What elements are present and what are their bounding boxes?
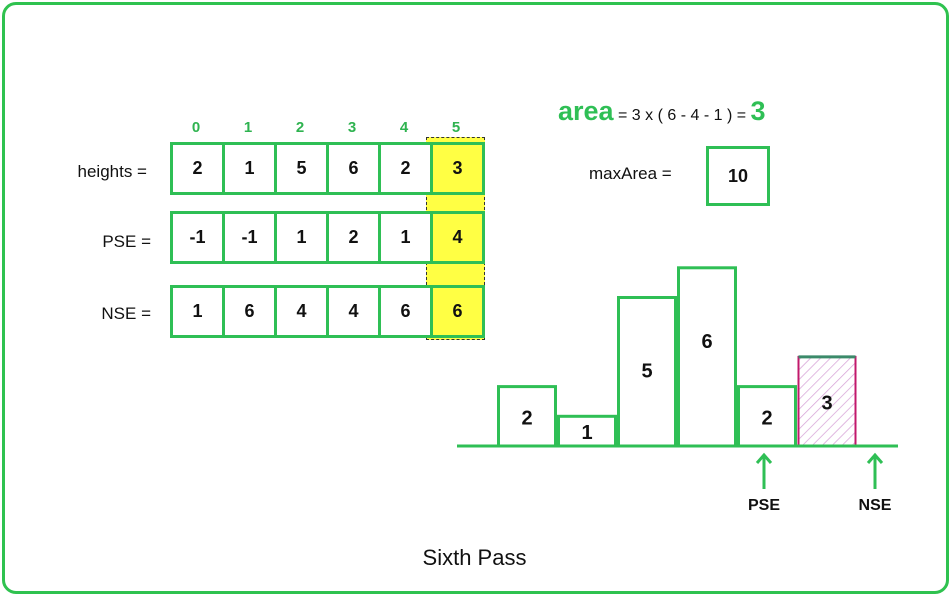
pse-pointer-label: PSE xyxy=(748,497,780,514)
bar xyxy=(737,385,797,448)
heights-cell: 2 xyxy=(170,142,225,195)
max-area-value: 10 xyxy=(706,146,770,206)
index-label: 5 xyxy=(451,119,461,136)
bars-layer: 2 1 5 6 2 3 xyxy=(497,266,857,448)
index-label: 0 xyxy=(191,119,201,136)
area-expression: = 3 x ( 6 - 4 - 1 ) = xyxy=(613,107,751,124)
index-label: 4 xyxy=(399,119,409,136)
nse-arrow-icon xyxy=(866,452,884,489)
pse-arrow-icon xyxy=(755,452,773,489)
nse-cell: 6 xyxy=(378,285,433,338)
bar-label: 6 xyxy=(701,331,712,353)
heights-cell-current: 3 xyxy=(430,142,485,195)
pse-cell: 1 xyxy=(378,211,433,264)
area-formula: area = 3 x ( 6 - 4 - 1 ) = 3 xyxy=(558,96,766,127)
max-area-label: maxArea = xyxy=(589,164,672,183)
nse-array: 1 6 4 4 6 6 xyxy=(170,285,485,338)
bar xyxy=(677,266,737,448)
pse-cell-current: 4 xyxy=(430,211,485,264)
heights-array: 2 1 5 6 2 3 xyxy=(170,142,485,195)
nse-label: NSE = xyxy=(101,304,151,323)
heights-label: heights = xyxy=(77,162,147,181)
bar-label: 2 xyxy=(761,407,772,429)
index-label: 1 xyxy=(243,119,253,136)
index-label: 2 xyxy=(295,119,305,136)
index-label: 3 xyxy=(347,119,357,136)
bar-label: 5 xyxy=(641,361,652,383)
heights-cell: 6 xyxy=(326,142,381,195)
area-result: 3 xyxy=(750,96,766,126)
bar-label: 1 xyxy=(581,422,592,444)
area-word: area xyxy=(558,96,614,126)
nse-pointer-label: NSE xyxy=(859,497,892,514)
heights-cell: 1 xyxy=(222,142,277,195)
pse-array: -1 -1 1 2 1 4 xyxy=(170,211,485,264)
heights-cell: 5 xyxy=(274,142,329,195)
pse-cell: -1 xyxy=(170,211,225,264)
bar-label: 3 xyxy=(821,392,832,414)
bar-label: 2 xyxy=(521,407,532,429)
nse-cell: 4 xyxy=(274,285,329,338)
pse-cell: -1 xyxy=(222,211,277,264)
pse-cell: 1 xyxy=(274,211,329,264)
pse-label: PSE = xyxy=(102,232,151,251)
bar xyxy=(617,296,677,448)
bar xyxy=(557,414,617,448)
nse-cell-current: 6 xyxy=(430,285,485,338)
bar xyxy=(497,385,557,448)
caption: Sixth Pass xyxy=(422,545,527,570)
current-bar xyxy=(797,355,857,447)
nse-cell: 6 xyxy=(222,285,277,338)
